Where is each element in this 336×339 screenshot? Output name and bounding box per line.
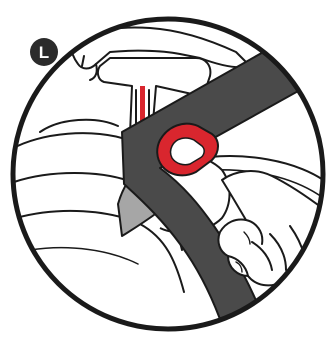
step-label: L	[39, 43, 49, 62]
step-badge: L	[30, 38, 58, 66]
